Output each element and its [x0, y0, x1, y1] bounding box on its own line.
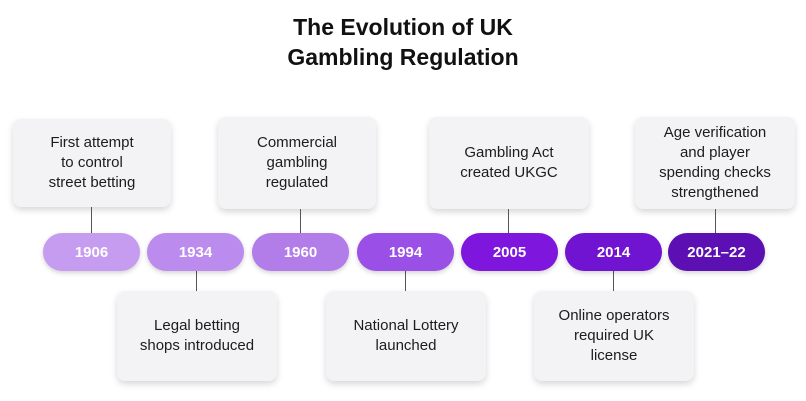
- connector-1934: [196, 271, 197, 291]
- event-1960-line-1: Commercial: [256, 134, 337, 151]
- event-2021-22-line-1: Age verification: [663, 124, 767, 141]
- event-2014-line-3: license: [590, 347, 638, 364]
- year-pill-2014: 2014: [565, 233, 662, 271]
- event-2014-line-2: required UK: [573, 327, 655, 344]
- year-pill-2005: 2005: [461, 233, 558, 271]
- year-pill-1994: 1994: [357, 233, 454, 271]
- diagram-title: The Evolution of UK Gambling Regulation: [0, 12, 806, 72]
- event-box-2021-22: Age verification and player spending che…: [635, 117, 795, 209]
- event-2005-line-2: created UKGC: [460, 164, 558, 181]
- event-1960-line-2: gambling: [266, 154, 328, 171]
- event-2014-line-1: Online operators: [558, 307, 670, 324]
- event-1906-line-2: to control: [61, 154, 123, 171]
- event-2021-22-line-3: spending checks: [659, 164, 771, 181]
- event-1934-line-2: shops introduced: [139, 337, 255, 354]
- title-line-1: The Evolution of UK: [293, 14, 513, 40]
- year-pill-2021-22: 2021–22: [668, 233, 765, 271]
- connector-1960: [300, 209, 301, 233]
- event-box-2005: Gambling Act created UKGC: [429, 117, 589, 209]
- connector-2021-22: [715, 209, 716, 233]
- title-line-2: Gambling Regulation: [287, 44, 519, 70]
- year-pill-1934: 1934: [147, 233, 244, 271]
- event-1934-line-1: Legal betting: [154, 317, 240, 334]
- connector-1994: [405, 271, 406, 291]
- event-box-1906: First attempt to control street betting: [13, 119, 171, 207]
- event-1960-line-3: regulated: [265, 174, 329, 191]
- event-1994-line-2: launched: [375, 337, 437, 354]
- event-2021-22-line-4: strengthened: [671, 184, 759, 201]
- year-pill-1960: 1960: [252, 233, 349, 271]
- event-box-1994: National Lottery launched: [326, 291, 486, 381]
- event-1906-line-3: street betting: [48, 174, 136, 191]
- event-1906-line-1: First attempt: [50, 134, 134, 151]
- connector-1906: [91, 207, 92, 233]
- event-box-2014: Online operators required UK license: [534, 291, 694, 381]
- connector-2005: [508, 209, 509, 233]
- event-2021-22-line-2: and player: [679, 144, 751, 161]
- year-pill-1906: 1906: [43, 233, 140, 271]
- event-1994-line-1: National Lottery: [353, 317, 459, 334]
- connector-2014: [613, 271, 614, 291]
- event-2005-line-1: Gambling Act: [464, 144, 554, 161]
- event-box-1934: Legal betting shops introduced: [117, 291, 277, 381]
- event-box-1960: Commercial gambling regulated: [218, 117, 376, 209]
